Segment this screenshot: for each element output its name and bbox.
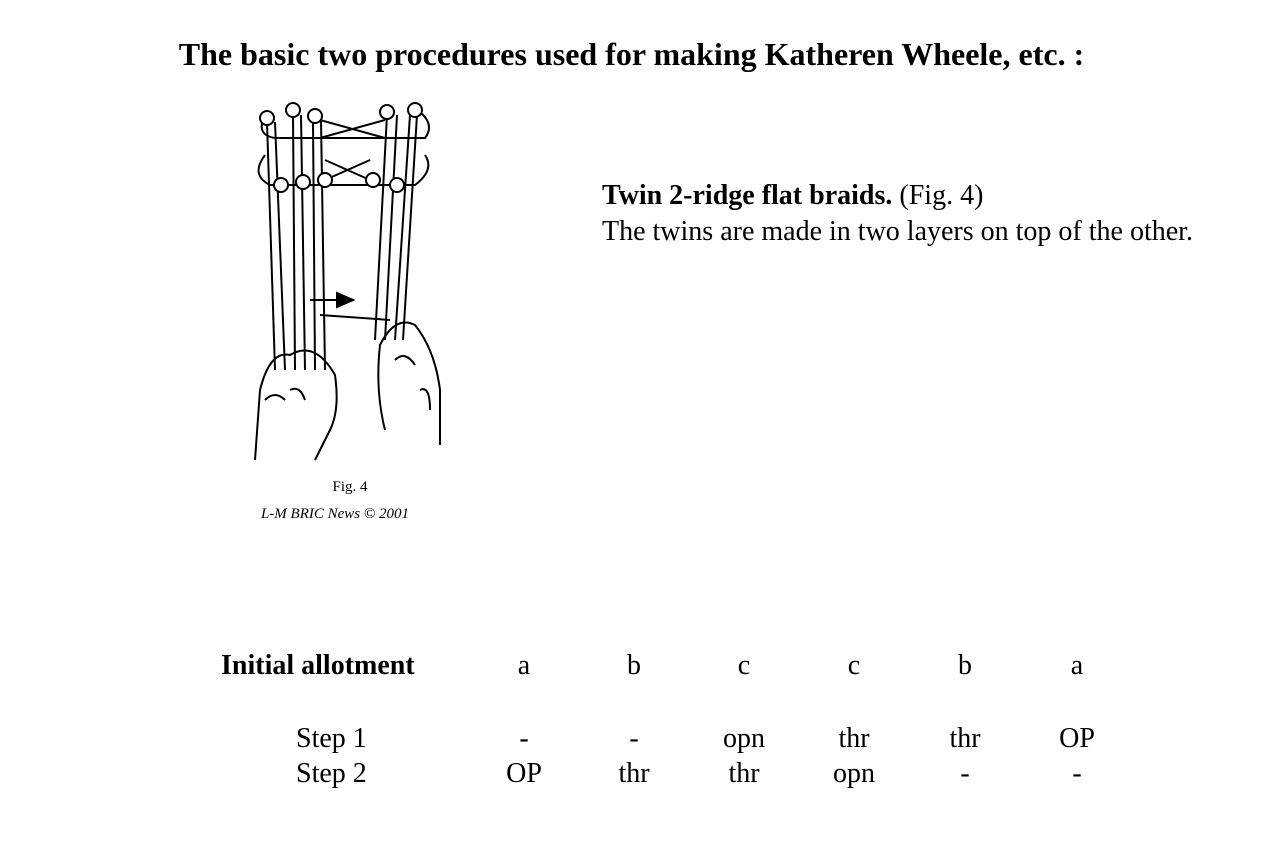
table-cell: OP (506, 758, 542, 789)
table-cell: a (517, 650, 531, 681)
table-cell: - (629, 723, 639, 754)
table-cell: thr (728, 758, 760, 789)
table-cell: - (519, 723, 529, 754)
table-cell: thr (838, 723, 870, 754)
row-label: Step 2 (296, 758, 367, 789)
table-cell: - (1072, 758, 1082, 789)
braiding-illustration (254, 102, 441, 461)
row-label: Initial allotment (221, 650, 415, 681)
finger-loops (259, 102, 423, 193)
description-heading: Twin 2-ridge flat braids. (602, 180, 893, 211)
description: Twin 2-ridge flat braids. (Fig. 4) The t… (602, 178, 1222, 250)
loop-ellipses (257, 111, 430, 186)
row-label: Step 1 (296, 723, 367, 754)
table-cell: thr (949, 723, 981, 754)
table-cell: thr (618, 758, 650, 789)
strings (266, 114, 418, 371)
table-cell: - (960, 758, 970, 789)
table-cell: opn (723, 723, 765, 754)
table-cell: c (847, 650, 861, 681)
table-cell: c (737, 650, 751, 681)
description-text: The twins are made in two layers on top … (602, 216, 1193, 247)
table-cell: b (958, 650, 972, 681)
figure-credit: L-M BRIC News © 2001 (260, 506, 410, 522)
table-cell: OP (1059, 723, 1095, 754)
page-title: The basic two procedures used for making… (178, 36, 1085, 72)
figure-caption: Fig. 4 (332, 479, 368, 495)
table-cell: opn (833, 758, 875, 789)
hands (254, 321, 441, 461)
figure-reference: (Fig. 4) (899, 180, 984, 211)
table-cell: b (627, 650, 641, 681)
table-cell: a (1070, 650, 1084, 681)
